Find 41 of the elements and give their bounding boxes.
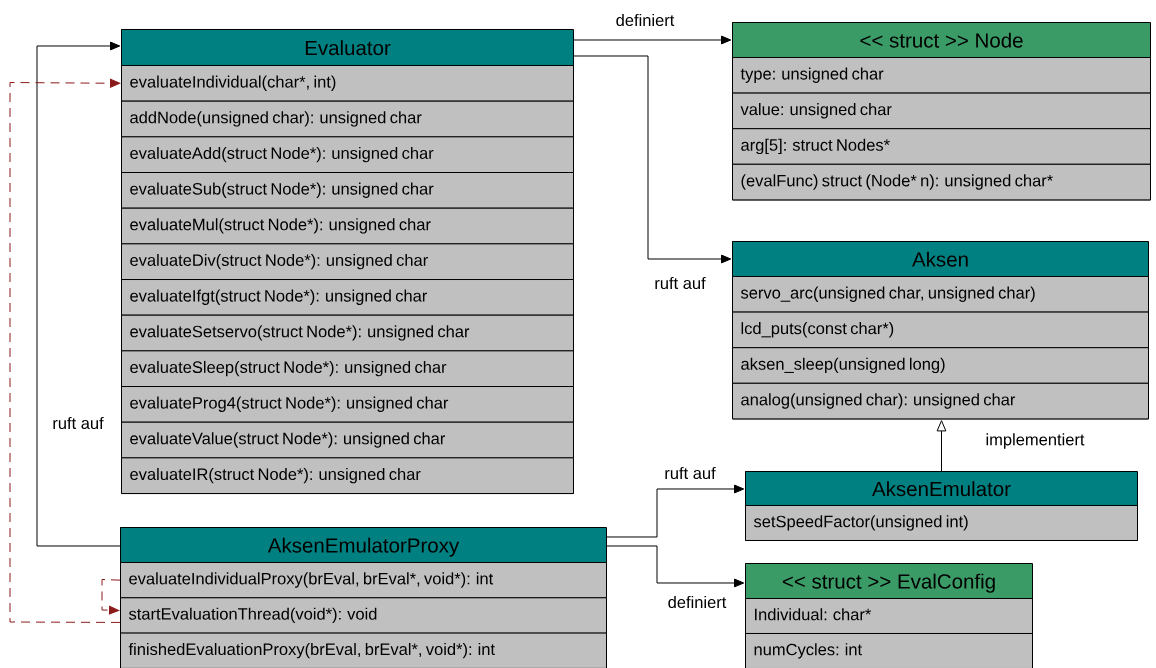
edge-label: ruft auf	[51, 415, 105, 431]
class-row: setSpeedFactor(unsigned int)	[745, 505, 1138, 541]
class-row: evaluateSleep(struct Node*): unsigned char	[121, 350, 574, 387]
class-row: analog(unsigned char): unsigned char	[732, 382, 1149, 420]
class-row: value: unsigned char	[732, 92, 1151, 130]
class-row: addNode(unsigned char): unsigned char	[121, 100, 574, 138]
class-row: numCycles: int	[745, 633, 1033, 668]
class-row: evaluateProg4(struct Node*): unsigned char	[121, 386, 574, 423]
class-row: servo_arc(unsigned char, unsigned char)	[732, 276, 1149, 313]
class-row: startEvaluationThread(void*): void	[120, 597, 607, 634]
class-row: evaluateIndividual(char*, int)	[121, 65, 574, 102]
edge-label: ruft auf	[663, 465, 717, 481]
edge-label: ruft auf	[653, 275, 707, 291]
class-row: evaluateMul(struct Node*): unsigned char	[121, 207, 574, 245]
arrow	[606, 484, 745, 538]
class-row: finishedEvaluationProxy(brEval, brEval*, void*): int	[120, 632, 607, 668]
class-row: evaluateIfgt(struct Node*): unsigned char	[121, 279, 574, 316]
class-row: (evalFunc) struct (Node* n): unsigned char*	[732, 163, 1151, 201]
arrow	[101, 579, 121, 615]
arrow	[573, 55, 732, 264]
class-row: aksen_sleep(unsigned long)	[732, 347, 1149, 384]
class-row: evaluateAdd(struct Node*): unsigned char	[121, 136, 574, 173]
arrow	[936, 420, 947, 472]
edge-label: definiert	[666, 594, 728, 610]
class-row: arg[5]: struct Nodes*	[732, 128, 1151, 165]
class-row: evaluateSub(struct Node*): unsigned char	[121, 172, 574, 209]
arrow	[606, 545, 745, 588]
class-row: evaluateDiv(struct Node*): unsigned char	[121, 243, 574, 280]
edge-label: implementiert	[984, 432, 1086, 450]
class-row: evaluateSetservo(struct Node*): unsigned char	[121, 314, 574, 352]
class-row: evaluateValue(struct Node*): unsigned char	[121, 421, 574, 459]
arrow	[573, 35, 732, 45]
edge-label: definiert	[614, 12, 676, 28]
class-row: lcd_puts(const char*)	[732, 311, 1149, 349]
class-row: evaluateIndividualProxy(brEval, brEval*, void*): int	[120, 562, 607, 599]
class-row: Individual: char*	[745, 598, 1033, 634]
class-row: type: unsigned char	[732, 57, 1151, 94]
node-label: numCycles: int	[754, 643, 862, 659]
class-row: evaluateIR(struct Node*): unsigned char	[121, 457, 574, 495]
arrow	[36, 41, 121, 547]
arrow	[9, 78, 121, 623]
